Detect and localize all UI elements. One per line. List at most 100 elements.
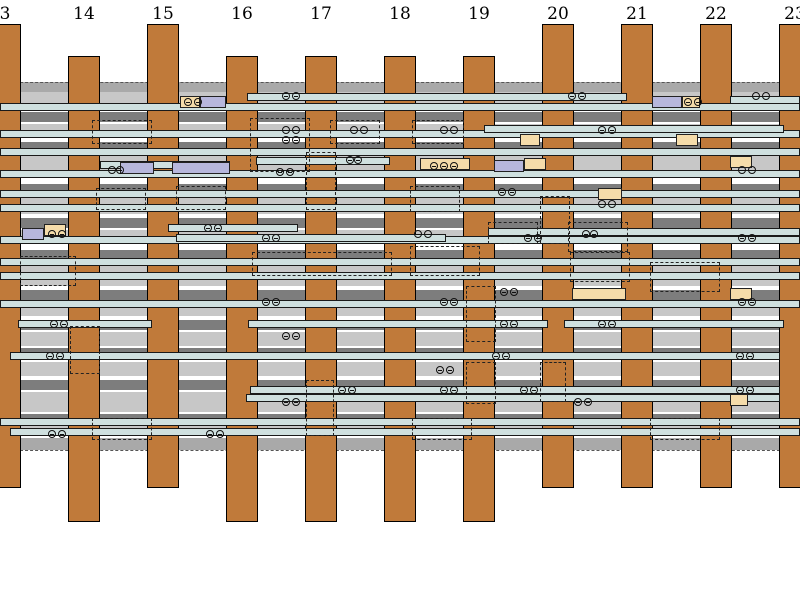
dashed-outline — [176, 186, 226, 210]
cell-fill — [337, 218, 384, 228]
rail-bar[interactable] — [484, 125, 784, 133]
connector-tag[interactable] — [652, 96, 682, 108]
cell-fill — [179, 184, 226, 194]
screw-icon — [582, 230, 590, 238]
cell-fill — [100, 184, 147, 194]
column-number: 23 — [784, 4, 800, 24]
cell-fill — [100, 332, 147, 346]
rail-bar[interactable] — [564, 320, 784, 328]
cell-fill — [574, 112, 621, 122]
screw-icon — [608, 200, 616, 208]
dashed-outline — [252, 252, 392, 276]
connector-tag[interactable] — [200, 96, 226, 108]
connector-tag[interactable] — [22, 228, 44, 240]
screw-icon — [272, 234, 280, 242]
cell-fill — [653, 332, 700, 346]
dashed-outline — [412, 418, 472, 440]
cell-fill — [574, 362, 621, 376]
screw-icon — [292, 126, 300, 134]
cell-fill — [732, 362, 779, 376]
cell-fill — [653, 250, 700, 260]
cell-fill — [21, 82, 68, 92]
connector-tag[interactable] — [120, 162, 154, 174]
pillar-block — [542, 24, 574, 488]
rail-bar[interactable] — [248, 320, 548, 328]
screw-icon — [282, 398, 290, 406]
screw-icon — [530, 386, 538, 394]
column-number: 21 — [626, 4, 648, 24]
screw-icon — [214, 224, 222, 232]
screw-icon — [50, 320, 58, 328]
connector-tag[interactable] — [598, 188, 622, 200]
screw-icon — [206, 430, 214, 438]
rail-bar[interactable] — [176, 234, 446, 242]
cell-fill — [21, 362, 68, 376]
dashed-outline — [330, 120, 380, 144]
cell-fill — [179, 332, 226, 346]
cell-fill — [258, 142, 305, 152]
dashed-outline — [466, 362, 496, 404]
cell-fill — [732, 290, 779, 300]
cell-fill — [21, 438, 68, 450]
rail-bar[interactable] — [18, 320, 152, 328]
connector-tag[interactable] — [494, 160, 524, 172]
cell-fill — [495, 250, 542, 260]
cell-fill — [337, 142, 384, 152]
cell-fill — [495, 380, 542, 390]
rail-bar[interactable] — [250, 386, 780, 394]
connector-tag[interactable] — [572, 288, 626, 300]
cell-fill — [258, 218, 305, 228]
dashed-outline — [488, 222, 538, 244]
connector-tag[interactable] — [172, 162, 230, 174]
rail-bar[interactable] — [0, 148, 800, 156]
screw-icon — [738, 234, 746, 242]
rail-bar[interactable] — [246, 394, 780, 402]
rail-bar[interactable] — [168, 224, 298, 232]
screw-icon — [282, 126, 290, 134]
cell-fill — [21, 250, 68, 260]
screw-icon — [282, 136, 290, 144]
screw-icon — [440, 126, 448, 134]
cell-fill — [732, 332, 779, 346]
dashed-outline — [540, 362, 566, 402]
cell-fill — [179, 82, 226, 92]
rail-bar[interactable] — [247, 93, 627, 101]
connector-tag[interactable] — [676, 134, 698, 146]
screw-icon — [598, 126, 606, 134]
dashed-outline — [250, 118, 310, 172]
screw-icon — [450, 298, 458, 306]
connector-tag[interactable] — [730, 394, 748, 406]
cell-fill — [100, 380, 147, 390]
connector-tag[interactable] — [520, 134, 540, 146]
cell-fill — [100, 142, 147, 152]
cell-fill — [100, 392, 147, 412]
cell-fill — [574, 380, 621, 390]
connector-tag[interactable] — [524, 158, 546, 170]
screw-icon — [520, 386, 528, 394]
cell-fill — [21, 142, 68, 152]
screw-icon — [292, 332, 300, 340]
rail-bar[interactable] — [256, 157, 390, 165]
screw-icon — [748, 234, 756, 242]
cell-fill — [100, 438, 147, 450]
screw-icon — [48, 230, 56, 238]
screw-icon — [498, 188, 506, 196]
cell-fill — [179, 142, 226, 152]
screw-icon — [338, 386, 346, 394]
screw-icon — [598, 200, 606, 208]
screw-icon — [500, 320, 508, 328]
screw-icon — [440, 162, 448, 170]
screw-icon — [282, 92, 290, 100]
screw-icon — [354, 156, 362, 164]
screw-icon — [282, 332, 290, 340]
cell-fill — [179, 392, 226, 412]
cell-fill — [653, 218, 700, 228]
rail-bar[interactable] — [0, 300, 800, 308]
screw-icon — [736, 386, 744, 394]
rail-bar[interactable] — [10, 352, 780, 360]
screw-icon — [578, 92, 586, 100]
cell-fill — [732, 438, 779, 450]
cell-fill — [337, 362, 384, 376]
cell-fill — [653, 290, 700, 300]
